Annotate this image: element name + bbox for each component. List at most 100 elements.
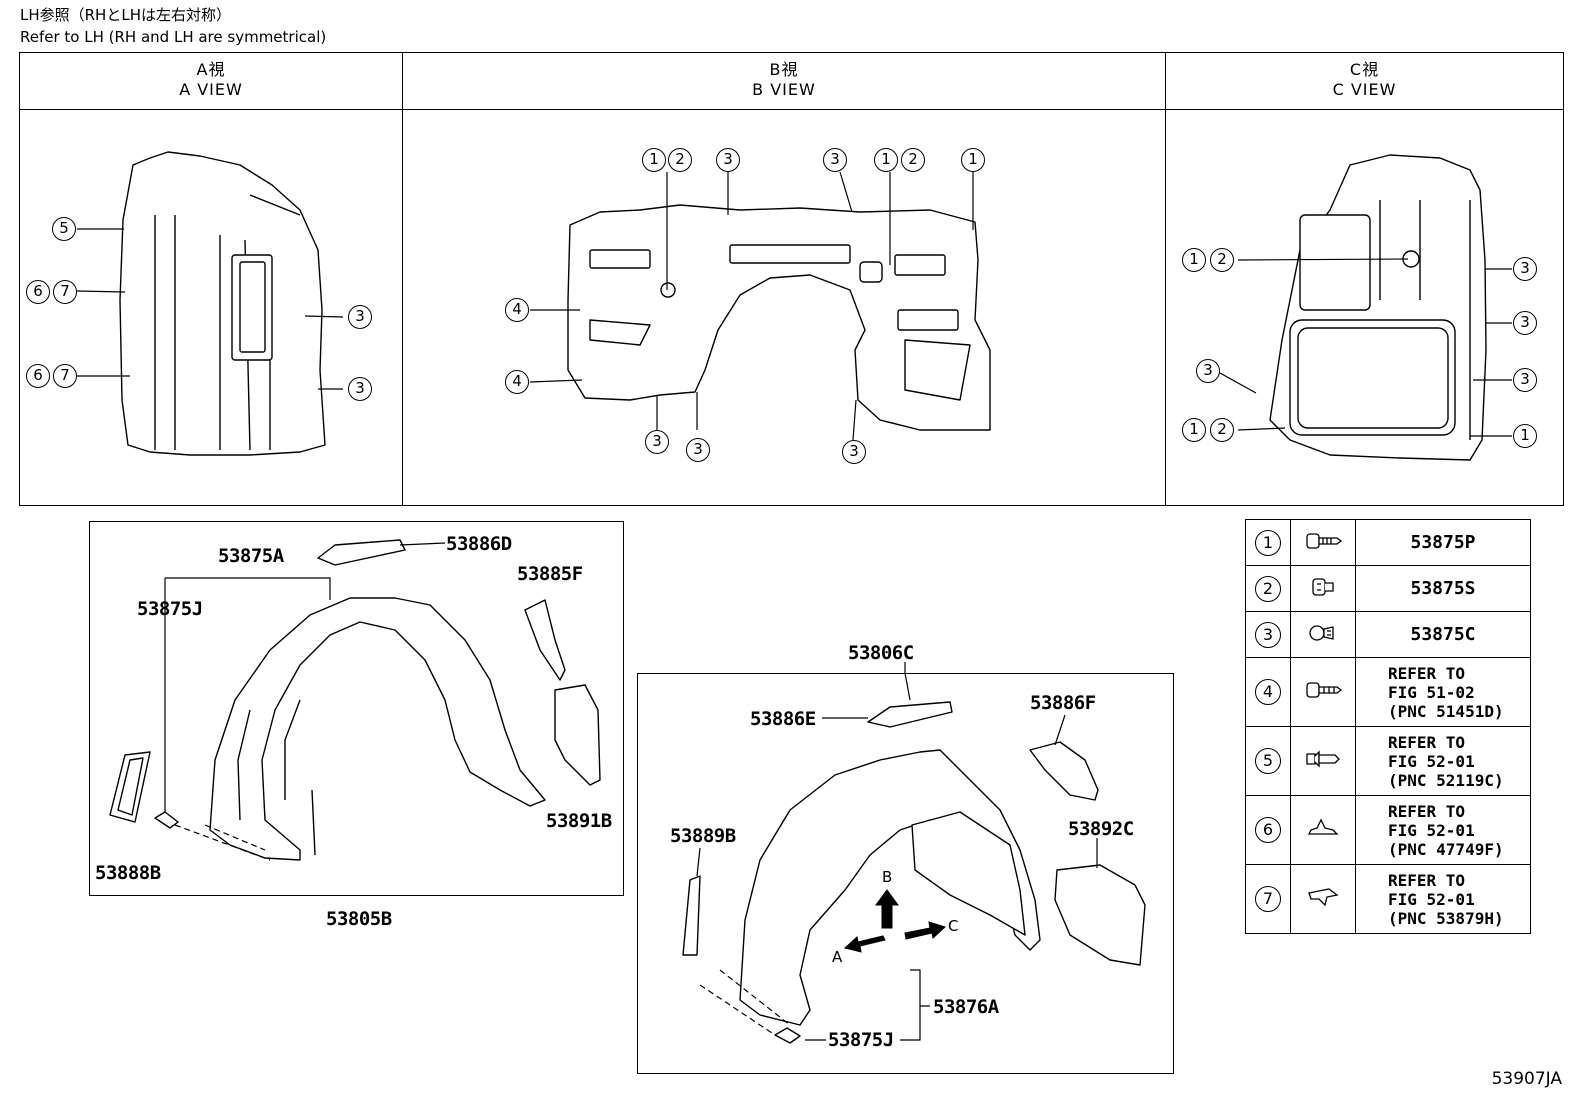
callout-3: 3 <box>1513 257 1537 281</box>
nut-icon <box>1312 577 1334 596</box>
legend-part-number: 53875P <box>1355 519 1531 566</box>
callout-2: 2 <box>668 148 692 172</box>
a-view-en: A VIEW <box>179 80 243 99</box>
right-parts-panel <box>637 673 1174 1074</box>
document-code: 53907JA <box>1491 1069 1562 1089</box>
c-view-en: C VIEW <box>1332 80 1397 99</box>
callout-3: 3 <box>716 148 740 172</box>
legend-row: 4 REFER TO FIG 51-02 (PNC 51451D) <box>1245 657 1531 727</box>
legend-number: 6 <box>1255 817 1281 843</box>
callout-3: 3 <box>1513 311 1537 335</box>
legend-number: 2 <box>1255 575 1281 602</box>
views-frame: A視 A VIEW B視 B VIEW C視 C VIEW <box>19 52 1564 506</box>
callout-3: 3 <box>348 377 372 401</box>
callout-2: 2 <box>1210 248 1234 272</box>
callout-1: 1 <box>1513 424 1537 448</box>
legend-ref-line: (PNC 47749F) <box>1388 839 1504 859</box>
part-53876A: 53876A <box>933 996 999 1018</box>
legend-row: 3 53875C <box>1245 611 1531 658</box>
a-view-jp: A視 <box>196 60 226 79</box>
right-assembly-code: 53806C <box>848 642 914 664</box>
c-view-column: C視 C VIEW <box>1166 53 1563 505</box>
part-53888B: 53888B <box>95 862 161 884</box>
callout-3: 3 <box>348 305 372 329</box>
callout-1: 1 <box>874 148 898 172</box>
legend-ref-line: (PNC 53879H) <box>1388 908 1504 928</box>
part-53886D: 53886D <box>446 533 512 555</box>
part-53892C: 53892C <box>1068 818 1134 840</box>
header-en: Refer to LH (RH and LH are symmetrical) <box>20 28 327 46</box>
c-view-header: C視 C VIEW <box>1166 53 1563 110</box>
legend-ref-line: REFER TO <box>1388 663 1466 683</box>
b-view-jp: B視 <box>769 60 799 79</box>
c-view-jp: C視 <box>1349 60 1380 79</box>
bolt-icon <box>1306 532 1343 549</box>
b-view-en: B VIEW <box>752 80 816 99</box>
header-jp: LH参照（RHとLHは左右対称） <box>20 6 231 24</box>
fastener-legend-table: 1 53875P 2 53875S 3 53875C 4 REFER TO FI… <box>1245 519 1531 934</box>
legend-number: 3 <box>1255 621 1281 648</box>
callout-7: 7 <box>53 364 77 388</box>
legend-number: 1 <box>1255 529 1281 556</box>
legend-ref-line: (PNC 51451D) <box>1388 701 1504 721</box>
legend-number: 5 <box>1255 748 1281 774</box>
callout-3: 3 <box>686 438 710 462</box>
b-view-column: B視 B VIEW <box>403 53 1166 505</box>
callout-4: 4 <box>505 370 529 394</box>
push-clip-icon <box>1307 818 1339 835</box>
part-53886E: 53886E <box>750 708 816 730</box>
callout-1: 1 <box>1182 248 1206 272</box>
callout-5: 5 <box>52 217 76 241</box>
legend-reference: REFER TO FIG 52-01 (PNC 53879H) <box>1355 864 1531 934</box>
part-53875J: 53875J <box>828 1029 894 1051</box>
legend-ref-line: REFER TO <box>1388 870 1466 890</box>
callout-4: 4 <box>505 298 529 322</box>
legend-row: 1 53875P <box>1245 519 1531 566</box>
callout-6: 6 <box>26 364 50 388</box>
part-53875J: 53875J <box>137 598 203 620</box>
left-parts-panel <box>89 521 624 896</box>
legend-row: 7 REFER TO FIG 52-01 (PNC 53879H) <box>1245 864 1531 934</box>
callout-1: 1 <box>1182 418 1206 442</box>
callout-1: 1 <box>961 148 985 172</box>
arrow-label-b: B <box>882 868 893 886</box>
arrow-label-a: A <box>832 948 843 966</box>
legend-reference: REFER TO FIG 52-01 (PNC 52119C) <box>1355 726 1531 796</box>
legend-reference: REFER TO FIG 52-01 (PNC 47749F) <box>1355 795 1531 865</box>
legend-ref-line: FIG 52-01 <box>1388 889 1475 909</box>
part-53886F: 53886F <box>1030 692 1096 714</box>
a-view-column: A視 A VIEW <box>20 53 403 505</box>
rivet-icon <box>1306 750 1340 768</box>
left-assembly-code: 53805B <box>326 908 392 930</box>
part-53885F: 53885F <box>517 563 583 585</box>
legend-ref-line: FIG 52-01 <box>1388 820 1475 840</box>
legend-reference: REFER TO FIG 51-02 (PNC 51451D) <box>1355 657 1531 727</box>
part-53891B: 53891B <box>546 810 612 832</box>
callout-3: 3 <box>1513 368 1537 392</box>
callout-2: 2 <box>1210 418 1234 442</box>
callout-2: 2 <box>901 148 925 172</box>
legend-number: 7 <box>1255 886 1281 912</box>
callout-6: 6 <box>26 280 50 304</box>
clip-icon <box>1309 624 1334 641</box>
legend-part-number: 53875S <box>1355 565 1531 612</box>
callout-1: 1 <box>642 148 666 172</box>
legend-ref-line: FIG 51-02 <box>1388 682 1475 702</box>
legend-part-number: 53875C <box>1355 611 1531 658</box>
callout-7: 7 <box>53 280 77 304</box>
callout-3: 3 <box>823 148 847 172</box>
retainer-icon <box>1308 888 1339 907</box>
screw-icon <box>1306 682 1343 698</box>
part-53889B: 53889B <box>670 825 736 847</box>
legend-row: 2 53875S <box>1245 565 1531 612</box>
callout-3: 3 <box>1196 359 1220 383</box>
arrow-label-c: C <box>948 917 959 935</box>
legend-ref-line: REFER TO <box>1388 732 1466 752</box>
callout-3: 3 <box>842 440 866 464</box>
legend-ref-line: REFER TO <box>1388 801 1466 821</box>
a-view-header: A視 A VIEW <box>20 53 402 110</box>
legend-ref-line: FIG 52-01 <box>1388 751 1475 771</box>
callout-3: 3 <box>645 430 669 454</box>
legend-row: 5 REFER TO FIG 52-01 (PNC 52119C) <box>1245 726 1531 796</box>
b-view-header: B視 B VIEW <box>403 53 1165 110</box>
